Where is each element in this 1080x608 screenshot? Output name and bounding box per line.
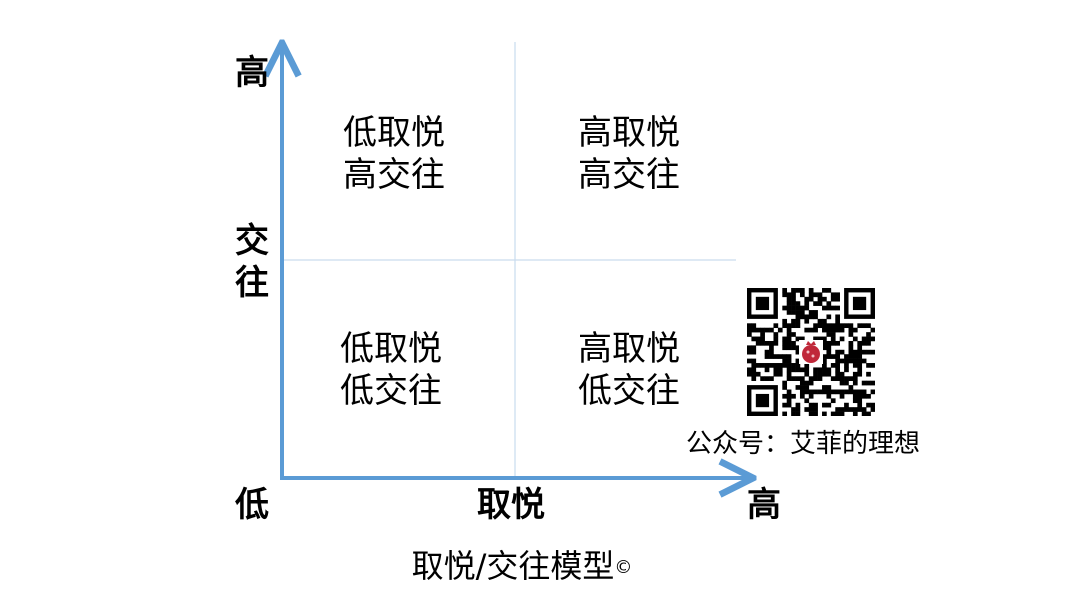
quadrant-bottom-left-line2: 低交往 — [340, 371, 442, 411]
x-axis-low-label: 低 — [235, 485, 269, 525]
quadrant-top-right-line2: 高交往 — [578, 155, 680, 195]
y-axis-high-label: 高 — [235, 53, 269, 93]
x-axis-high-label: 高 — [747, 485, 781, 525]
qr-code — [747, 288, 876, 417]
quadrant-top-right: 高取悦 高交往 — [578, 112, 680, 196]
x-axis-name-label: 取悦 — [477, 485, 545, 525]
qr-caption: 公众号：艾菲的理想 — [686, 429, 921, 459]
y-axis-name-line1: 交 — [235, 221, 269, 261]
quadrant-top-right-line1: 高取悦 — [578, 113, 680, 153]
quadrant-top-left: 低取悦 高交往 — [343, 112, 445, 196]
pomegranate-icon — [802, 341, 820, 363]
quadrant-bottom-right-line1: 高取悦 — [578, 329, 680, 369]
model-caption: 取悦/交往模型© — [0, 546, 1044, 586]
quadrant-top-left-line2: 高交往 — [343, 155, 445, 195]
quadrant-bottom-left: 低取悦 低交往 — [340, 328, 442, 412]
model-caption-text: 取悦/交往模型 — [411, 547, 615, 585]
quadrant-bottom-right-line2: 低交往 — [578, 371, 680, 411]
y-axis-name-line2: 往 — [235, 263, 269, 303]
quadrant-bottom-right: 高取悦 低交往 — [578, 328, 680, 412]
quadrant-top-left-line1: 低取悦 — [343, 113, 445, 153]
copyright-mark: © — [614, 557, 633, 578]
quadrant-bottom-left-line1: 低取悦 — [340, 329, 442, 369]
